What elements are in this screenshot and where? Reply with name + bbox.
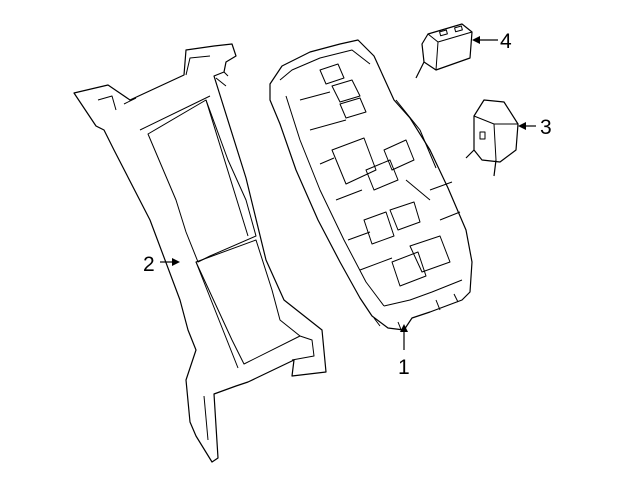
callout-2: 2: [143, 253, 180, 276]
callout-1: 1: [398, 324, 410, 379]
arrowhead-3: [518, 122, 526, 130]
callout-4: 4: [472, 30, 512, 53]
relay: [465, 99, 519, 177]
fuse-box: [269, 39, 473, 333]
arrowhead-2: [172, 258, 180, 266]
fuse: [415, 23, 473, 79]
callout-label-1: 1: [398, 356, 410, 379]
arrowhead-1: [400, 324, 408, 332]
callout-3: 3: [518, 116, 552, 139]
callout-label-2: 2: [143, 253, 155, 276]
arrowhead-4: [472, 36, 480, 44]
callout-label-4: 4: [500, 30, 512, 53]
callout-label-3: 3: [540, 116, 552, 139]
mounting-bracket: [73, 43, 327, 463]
